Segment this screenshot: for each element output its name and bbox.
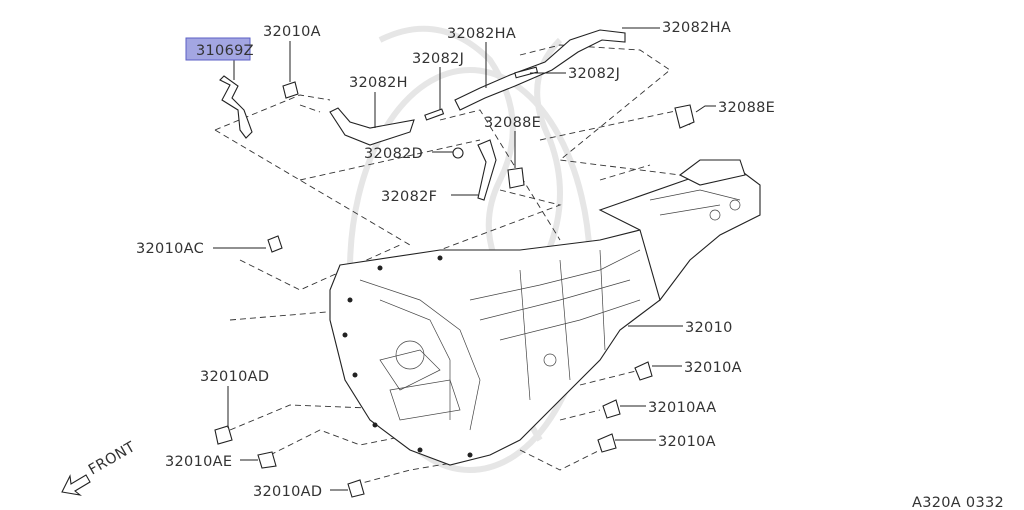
callout-32010ad-upper[interactable]: 32010AD — [200, 369, 269, 385]
callout-32082d[interactable]: 32082D — [364, 146, 423, 162]
transmission-assembly — [329, 159, 761, 466]
callout-32088e-center[interactable]: 32088E — [484, 115, 541, 131]
callout-32010ae[interactable]: 32010AE — [165, 454, 232, 470]
assembly-guides — [214, 44, 721, 486]
callout-32010a-top[interactable]: 32010A — [263, 24, 321, 40]
front-label: FRONT — [86, 439, 138, 478]
callout-32010a-mid[interactable]: 32010A — [684, 360, 742, 376]
callout-32082j-right[interactable]: 32082J — [568, 66, 620, 82]
leader-lines — [213, 27, 716, 491]
callout-32010ac[interactable]: 32010AC — [136, 241, 204, 257]
bracket-31069z — [219, 75, 253, 139]
callout-32088e-right[interactable]: 32088E — [718, 100, 775, 116]
small-parts — [214, 29, 695, 498]
callout-32010aa[interactable]: 32010AA — [648, 400, 716, 416]
figure-code: A320A 0332 — [912, 495, 1004, 510]
callout-31069z[interactable]: 31069Z — [196, 43, 254, 59]
callout-32082ha-left[interactable]: 32082HA — [447, 26, 516, 42]
hose-32082h — [329, 107, 415, 146]
callout-32010a-bottom[interactable]: 32010A — [658, 434, 716, 450]
bracket-32082f — [477, 139, 497, 201]
front-arrow-icon — [61, 474, 91, 496]
callout-32010ad-lower[interactable]: 32010AD — [253, 484, 322, 500]
callout-32010[interactable]: 32010 — [685, 320, 733, 336]
callout-32082ha-right[interactable]: 32082HA — [662, 20, 731, 36]
callout-labels: 31069Z 32010A 32082HA 32082HA 32082J 320… — [136, 20, 775, 500]
sensor-32088e-2 — [507, 167, 525, 189]
callout-32082h[interactable]: 32082H — [349, 75, 408, 91]
sensor-32088e — [674, 104, 695, 129]
front-direction-indicator: FRONT — [61, 439, 138, 496]
callout-32082f[interactable]: 32082F — [381, 189, 437, 205]
highlight-box — [185, 37, 251, 61]
callout-32082j-left[interactable]: 32082J — [412, 51, 464, 67]
